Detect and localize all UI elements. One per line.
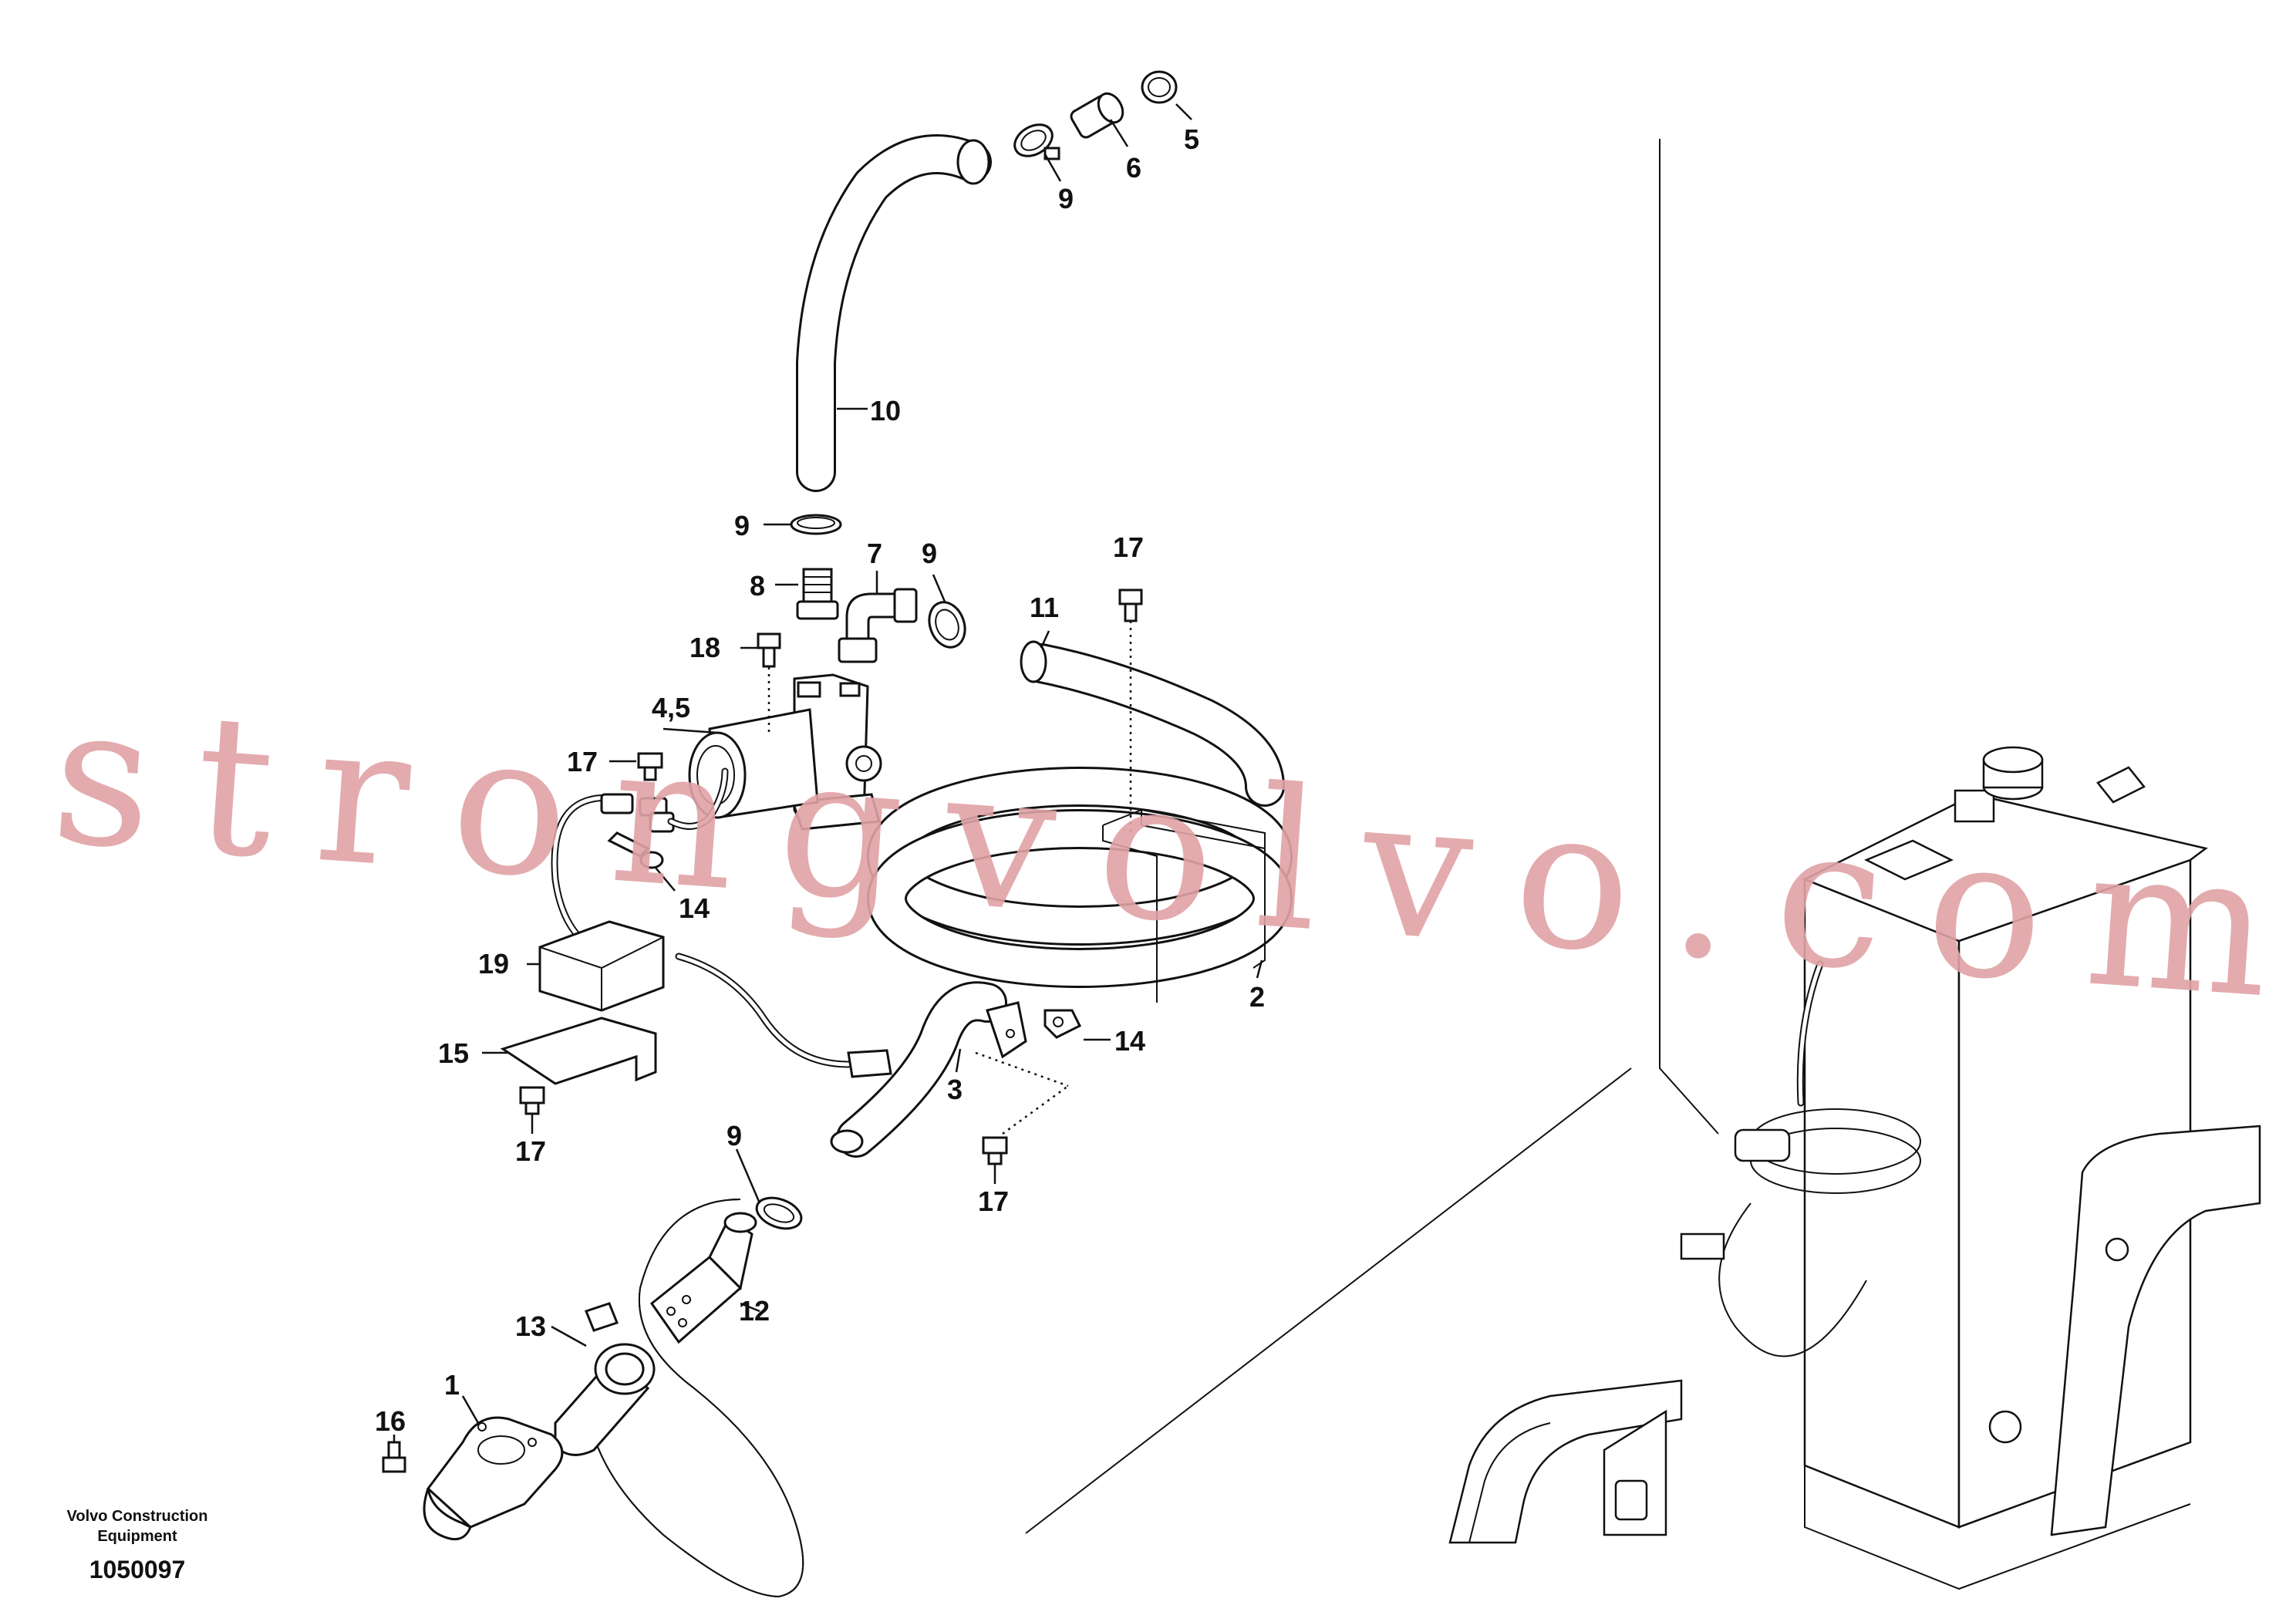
callout-labels: 5 6 9 10 9 7 9 8 17 11 18 4,5 17 14 19 2… xyxy=(375,123,1265,1437)
part-9-clamp-mid xyxy=(790,514,842,535)
caption-line-1: Volvo Construction xyxy=(67,1508,208,1525)
machine-frame-inner xyxy=(1468,1422,1551,1543)
part-4-5-pump xyxy=(688,673,882,831)
part-9-clamp-lower xyxy=(755,1196,803,1230)
callout-15: 15 xyxy=(438,1037,469,1069)
part-9-clamp-right xyxy=(928,601,966,649)
machine-pump xyxy=(1734,1128,1791,1162)
callout-14-clip: 14 xyxy=(1114,1025,1145,1057)
part-17-bolt-a xyxy=(1118,588,1143,622)
callout-18: 18 xyxy=(689,632,720,663)
part-17-bolt-b xyxy=(637,752,663,781)
callout-6: 6 xyxy=(1126,152,1141,184)
overview-pointer-line xyxy=(1659,139,1719,1135)
callout-3: 3 xyxy=(947,1074,963,1105)
leader-lines xyxy=(393,103,1263,1442)
callout-1: 1 xyxy=(444,1369,460,1401)
machine-cap-top xyxy=(1982,746,2044,774)
part-7-elbow xyxy=(838,588,918,663)
part-19-box xyxy=(538,920,665,1012)
machine-boom-pin xyxy=(1988,1410,2022,1444)
callout-8: 8 xyxy=(750,570,765,602)
machine-top-plate xyxy=(1863,839,1954,881)
machine-tank-edge xyxy=(1804,1465,2191,1590)
callout-13: 13 xyxy=(515,1310,546,1342)
callout-7: 7 xyxy=(867,538,882,569)
drawing-number: 1050097 xyxy=(89,1556,186,1583)
callout-4-5: 4,5 xyxy=(652,692,690,723)
callout-12: 12 xyxy=(739,1295,770,1327)
callout-5: 5 xyxy=(1184,123,1199,155)
machine-overview xyxy=(1025,139,2261,1590)
part-8-fitting xyxy=(796,568,839,620)
callout-14-wiring: 14 xyxy=(679,892,710,924)
callout-9-lower: 9 xyxy=(727,1120,742,1152)
callout-10: 10 xyxy=(870,395,901,427)
part-13-holder xyxy=(554,1302,656,1456)
callout-2: 2 xyxy=(1249,981,1265,1013)
part-9-clamp-top xyxy=(1013,123,1060,160)
part-16-bolt xyxy=(382,1441,406,1473)
caption-line-2: Equipment xyxy=(97,1528,177,1545)
part-12-nozzle xyxy=(585,1199,804,1598)
machine-boom-pin-2 xyxy=(2105,1237,2129,1262)
machine-box xyxy=(1680,1233,1725,1260)
machine-tank-top xyxy=(1802,793,2208,943)
part-18-bolt xyxy=(757,632,781,668)
callout-9-mid: 9 xyxy=(734,510,750,541)
part-14-clip xyxy=(1043,1009,1082,1039)
machine-side-block xyxy=(2096,766,2146,804)
machine-frame xyxy=(1448,1379,1683,1544)
part-17-bolt-c xyxy=(519,1086,545,1115)
machine-boom xyxy=(2050,1125,2261,1536)
callout-9-top: 9 xyxy=(1058,183,1074,214)
part-17-bolt-d xyxy=(982,1136,1008,1165)
callout-17-top: 17 xyxy=(1113,531,1144,563)
callout-19: 19 xyxy=(478,948,509,980)
callout-16: 16 xyxy=(375,1405,406,1437)
callout-11: 11 xyxy=(1030,592,1059,623)
machine-hose-in xyxy=(1798,962,1822,1105)
callout-9-right: 9 xyxy=(922,538,937,569)
part-3-bracket xyxy=(986,1001,1027,1059)
part-11-coil xyxy=(830,640,1293,1158)
part-1-mount xyxy=(423,1416,564,1541)
machine-cap-base xyxy=(1954,789,1995,823)
part-5-oring xyxy=(1141,70,1178,104)
part-6-nipple xyxy=(1070,92,1124,139)
callout-17-pump: 17 xyxy=(567,746,598,777)
callout-17-plate: 17 xyxy=(515,1135,546,1167)
overview-diagonal-line xyxy=(1025,1067,1632,1534)
caption: Volvo Construction Equipment 1050097 xyxy=(67,1508,208,1583)
callout-17-lower: 17 xyxy=(978,1185,1009,1217)
machine-slot xyxy=(1614,1479,1648,1521)
part-10-hose xyxy=(796,134,992,492)
part-15-plate xyxy=(500,1017,657,1085)
